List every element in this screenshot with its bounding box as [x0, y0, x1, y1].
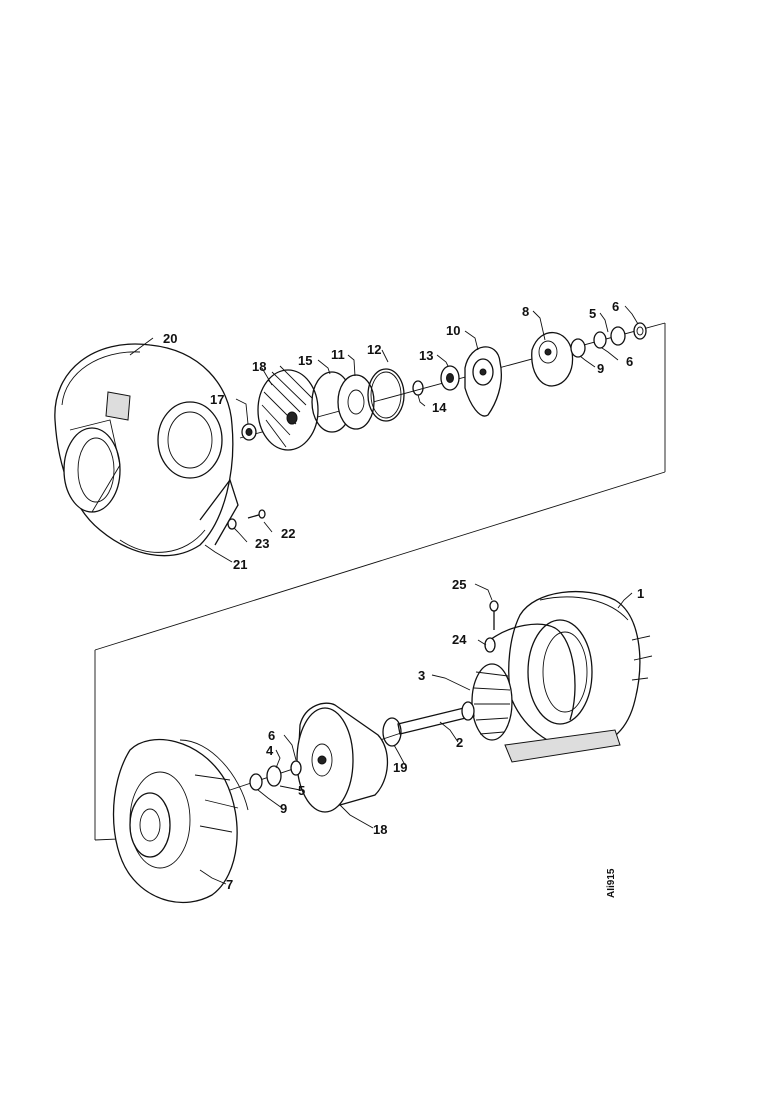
washer-6b: [633, 322, 647, 340]
label-18-lower: 18: [373, 822, 387, 837]
turbine-wheel-3: [471, 663, 513, 741]
label-4: 4: [266, 743, 274, 758]
compressor-wheel: [257, 365, 319, 451]
lower-leader-lines: [199, 583, 633, 885]
bearing-9: [570, 338, 586, 358]
label-25: 25: [452, 577, 466, 592]
oil-pipe-24: [484, 623, 576, 721]
lock-nut-17: [241, 423, 257, 441]
label-10: 10: [446, 323, 460, 338]
compressor-cover-7: [112, 738, 249, 904]
label-1: 1: [637, 586, 644, 601]
label-18: 18: [252, 359, 266, 374]
label-15: 15: [298, 353, 312, 368]
upper-leader-lines: [129, 305, 639, 563]
oil-deflector-8: [531, 331, 574, 387]
label-7: 7: [226, 877, 233, 892]
label-14: 14: [432, 400, 447, 415]
label-11: 11: [331, 347, 345, 362]
bolt-25: [489, 600, 499, 630]
turbine-housing: [504, 590, 653, 763]
washer-23: [227, 518, 237, 530]
label-22: 22: [281, 526, 295, 541]
bushing-5: [610, 326, 626, 346]
bolt-22: [247, 509, 266, 519]
label-20: 20: [163, 331, 177, 346]
upper-part-labels: 20 18 17 15 11 12 13 14 10 8 5 6 6 9 22 …: [163, 299, 633, 572]
label-8: 8: [522, 304, 529, 319]
label-6b: 6: [626, 354, 633, 369]
piston-ring-19: [382, 717, 402, 747]
label-21: 21: [233, 557, 247, 572]
label-12: 12: [367, 342, 381, 357]
label-5-lower: 5: [298, 783, 305, 798]
label-3: 3: [418, 668, 425, 683]
insert-11: [337, 374, 375, 430]
shaft-2: [397, 701, 475, 735]
label-6a: 6: [612, 299, 619, 314]
label-5: 5: [589, 306, 596, 321]
compressor-housing: [54, 343, 239, 557]
label-9: 9: [597, 361, 604, 376]
rings-lower: [249, 760, 302, 791]
bearing-housing-18: [296, 702, 389, 813]
washer-6a: [593, 331, 607, 349]
thrust-collar-13: [440, 365, 460, 391]
thrust-bearing-10: [464, 346, 502, 417]
label-19: 19: [393, 760, 407, 775]
seal-ring-14: [412, 380, 424, 396]
label-2: 2: [456, 735, 463, 750]
label-23: 23: [255, 536, 269, 551]
lower-part-labels: 25 1 24 3 2 6 4 5 19 9 18 7: [226, 577, 644, 892]
label-24: 24: [452, 632, 467, 647]
label-13: 13: [419, 348, 433, 363]
drawing-code: AIi915: [606, 868, 617, 898]
o-ring-12: [367, 368, 405, 422]
label-17: 17: [210, 392, 224, 407]
label-6: 6: [268, 728, 275, 743]
label-9-lower: 9: [280, 801, 287, 816]
